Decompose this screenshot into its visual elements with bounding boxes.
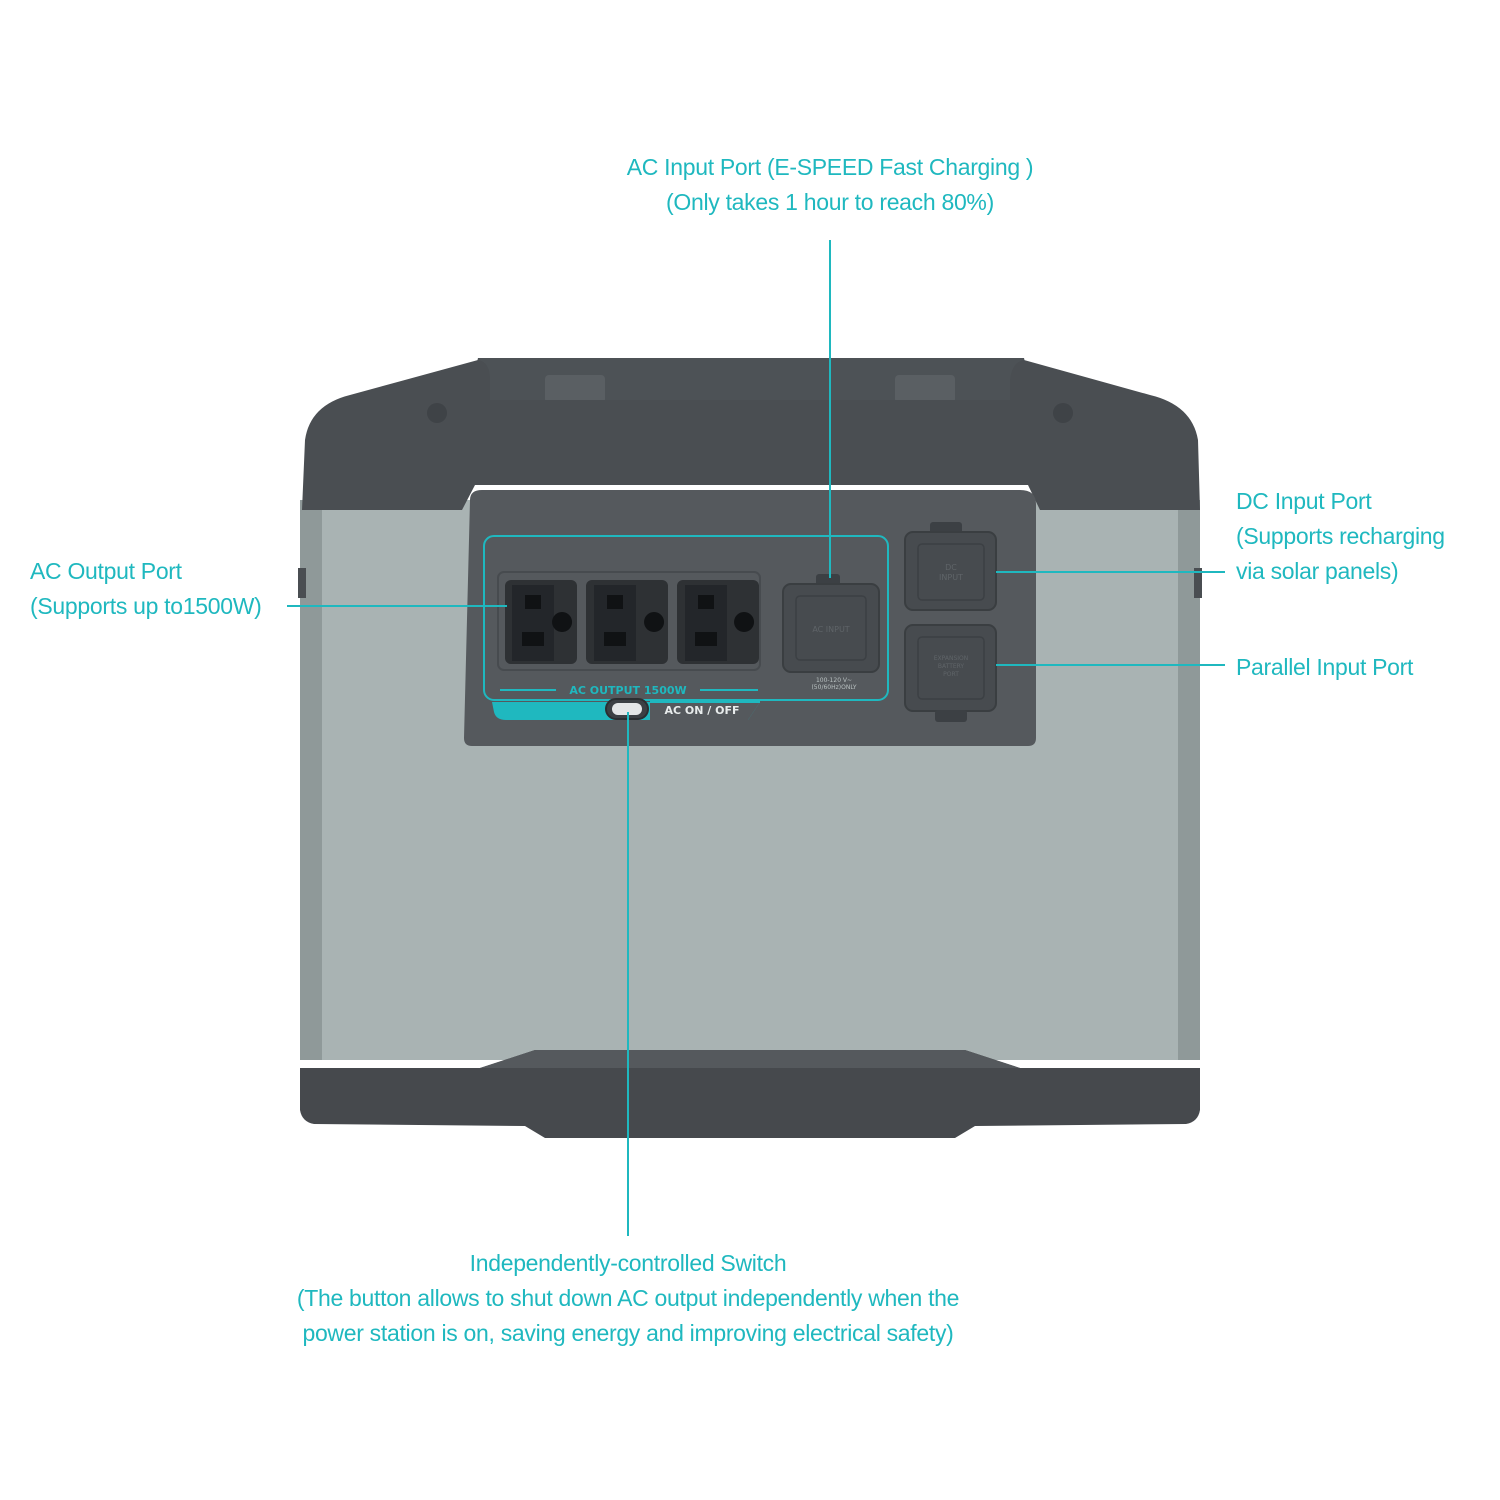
ac-outlet-2 [586, 580, 668, 664]
dc-input-note-1: (Supports recharging [1236, 523, 1445, 549]
ac-input-leader [829, 240, 831, 578]
ac-switch-label: AC ON / OFF [664, 704, 739, 717]
ac-output-callout: AC Output Port (Supports up to1500W) [30, 554, 262, 624]
dc-input-cover: DC INPUT [904, 522, 997, 611]
ac-output-title: AC Output Port [30, 558, 182, 584]
ac-output-label: AC OUTPUT 1500W [569, 684, 686, 697]
ac-section-outline [483, 535, 889, 701]
dc-input-leader [996, 571, 1225, 573]
ac-output-leader [287, 605, 507, 607]
ac-output-note: (Supports up to1500W) [30, 593, 262, 619]
parallel-input-callout: Parallel Input Port [1236, 650, 1413, 685]
bottom-base [300, 1050, 1200, 1138]
svg-text:DC: DC [945, 563, 957, 572]
ac-input-title: AC Input Port (E-SPEED Fast Charging ) [626, 154, 1034, 180]
ac-outlet-3 [677, 580, 759, 664]
parallel-input-cover: EXPANSION BATTERY PORT [904, 624, 997, 722]
dc-input-title: DC Input Port [1236, 488, 1372, 514]
svg-text:(50/60Hz)ONLY: (50/60Hz)ONLY [811, 684, 856, 691]
svg-text:100-120 V~: 100-120 V~ [816, 677, 852, 684]
switch-note-1: (The button allows to shut down AC outpu… [296, 1285, 960, 1311]
svg-text:PORT: PORT [943, 671, 959, 678]
svg-text:EXPANSION: EXPANSION [934, 655, 969, 662]
svg-text:AC INPUT: AC INPUT [812, 625, 849, 634]
dc-input-note-2: via solar panels) [1236, 558, 1399, 584]
switch-leader [627, 712, 629, 1236]
ac-input-note: (Only takes 1 hour to reach 80%) [666, 189, 994, 215]
parallel-input-leader [996, 664, 1225, 666]
handle-hinge-right [895, 375, 955, 403]
top-cap [302, 360, 1200, 510]
top-handle [468, 358, 1034, 400]
svg-text:INPUT: INPUT [939, 573, 963, 582]
parallel-input-title: Parallel Input Port [1236, 654, 1414, 680]
handle-hinge-left [545, 375, 605, 403]
svg-text:BATTERY: BATTERY [938, 663, 965, 670]
switch-note-2: power station is on, saving energy and i… [302, 1320, 954, 1346]
switch-callout: Independently-controlled Switch (The but… [238, 1246, 1018, 1351]
ac-outlet-1 [505, 580, 577, 664]
ac-input-callout: AC Input Port (E-SPEED Fast Charging ) (… [570, 150, 1090, 220]
dc-input-callout: DC Input Port (Supports recharging via s… [1236, 484, 1445, 589]
switch-title: Independently-controlled Switch [469, 1250, 787, 1276]
ac-input-cover: AC INPUT 100-120 V~ (50/60Hz)ONLY [782, 574, 880, 691]
